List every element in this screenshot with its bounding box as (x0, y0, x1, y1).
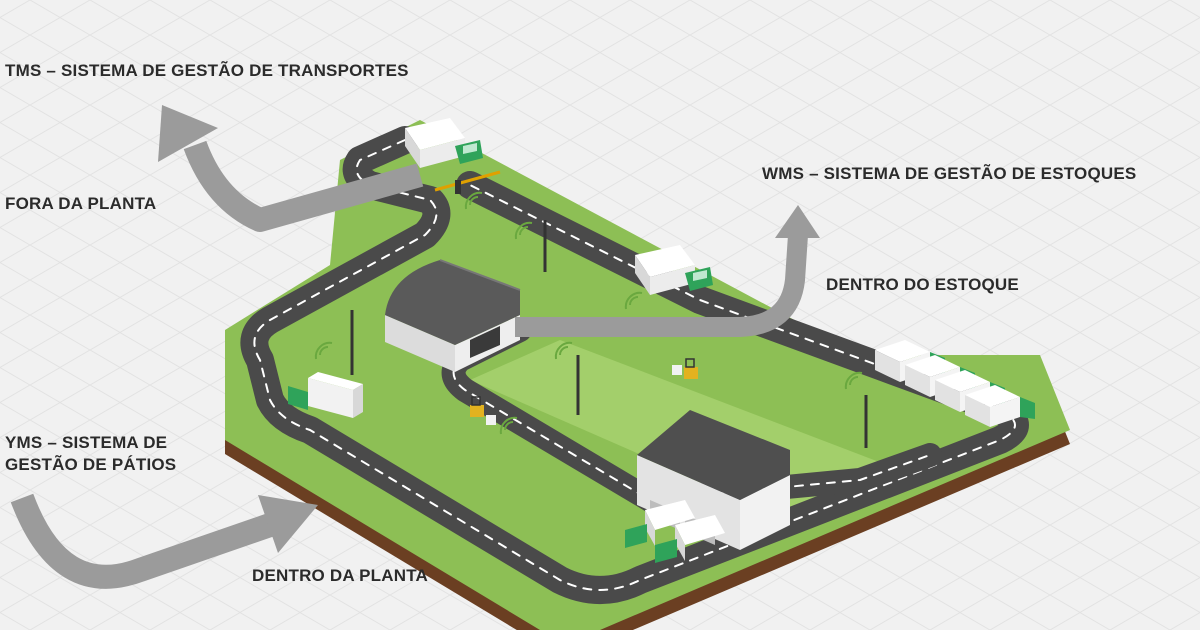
truck-icon (655, 515, 725, 563)
wifi-signal-icon (499, 416, 518, 435)
wifi-signal-icon (554, 341, 573, 360)
road-outer-loop-dashes (253, 139, 1016, 591)
truck-icon (405, 118, 483, 168)
truck-icon (635, 245, 713, 295)
arrow-tms (158, 105, 424, 232)
tms-scope-label: FORA DA PLANTA (5, 194, 157, 213)
wifi-signal-icon (314, 341, 333, 360)
arrow-yms (10, 493, 318, 589)
tms-title: TMS – SISTEMA DE GESTÃO DE TRANSPORTES (5, 61, 409, 80)
forklift-icon (470, 396, 496, 425)
wms-scope-label: DENTRO DO ESTOQUE (826, 275, 1019, 294)
yms-title-line1: YMS – SISTEMA DE (5, 433, 168, 452)
gate-barrier (434, 170, 501, 194)
warehouse-icon (385, 260, 520, 345)
wifi-signal-icon (844, 371, 863, 390)
parked-trucks (875, 340, 1035, 427)
truck-icon (965, 385, 1035, 427)
warehouse-arched (385, 259, 521, 372)
yms-title-line2: GESTÃO DE PÁTIOS (5, 455, 177, 474)
truck-icon (625, 500, 695, 548)
wifi-signals (314, 191, 863, 435)
yms-title: YMS – SISTEMA DE GESTÃO DE PÁTIOS (5, 432, 176, 476)
truck-icon (288, 372, 363, 418)
arrow-wms (515, 205, 820, 337)
forklift-icon (672, 358, 698, 379)
wifi-signal-icon (624, 291, 643, 310)
wifi-signal-icon (514, 221, 533, 240)
wifi-signal-icon (464, 191, 483, 210)
wms-title: WMS – SISTEMA DE GESTÃO DE ESTOQUES (762, 164, 1137, 183)
yms-scope-label: DENTRO DA PLANTA (252, 566, 429, 585)
